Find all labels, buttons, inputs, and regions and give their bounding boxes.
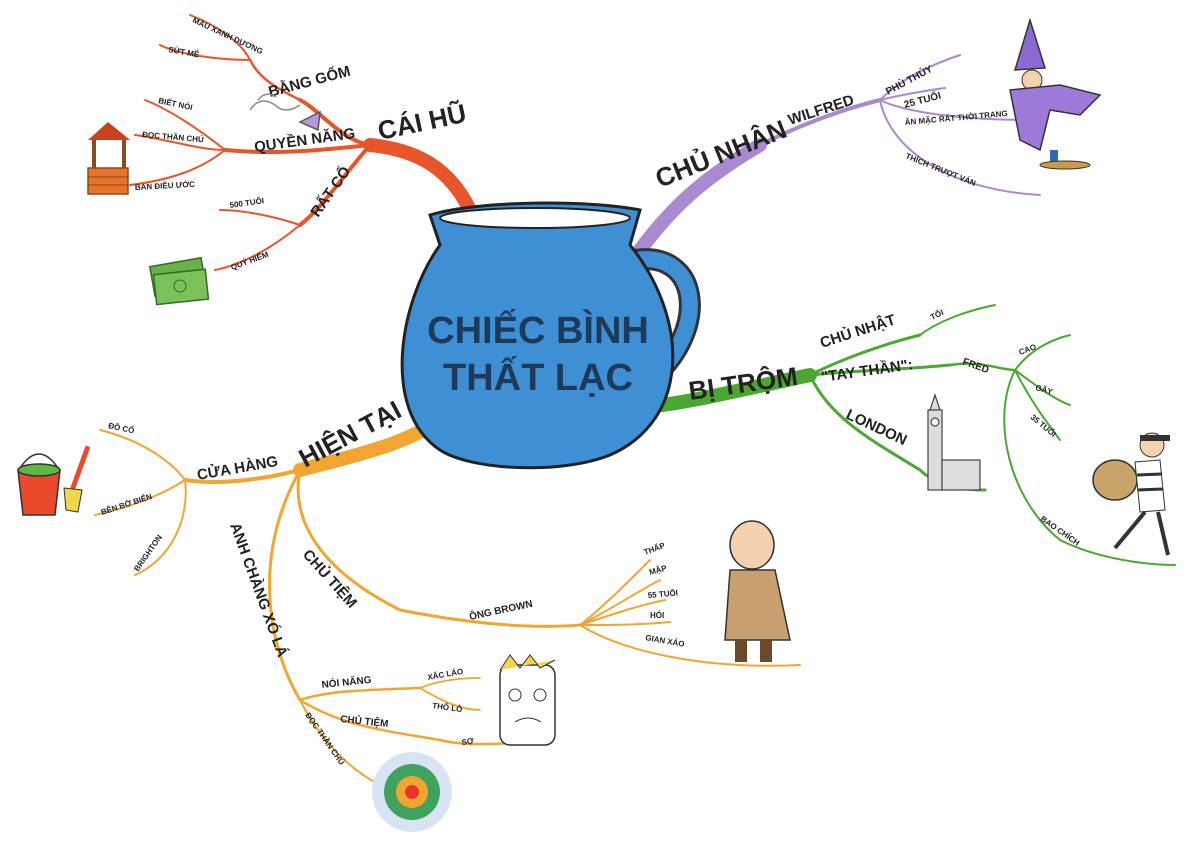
thief-icon <box>1092 432 1170 556</box>
branch-chu-nhan <box>633 54 1041 257</box>
bucket-spade-icon <box>17 445 91 516</box>
mr-brown-icon <box>724 520 791 662</box>
label-noi-nang: NÓI NĂNG <box>321 673 372 691</box>
label-ong-brown: ÔNG BROWN <box>468 597 534 623</box>
label-55-tuoi: 55 TUỔI <box>647 588 678 600</box>
label-bi-trom: BỊ TRỘM <box>687 361 800 406</box>
label-mau-xanh: MÀU XANH DƯƠNG <box>191 16 264 57</box>
label-sut-me: SỨT MẺ <box>168 45 201 59</box>
label-anh-chang: ANH CHÀNG XÓ LÁ <box>226 520 291 659</box>
label-fred: FRED <box>961 356 990 376</box>
money-icon <box>148 256 210 306</box>
label-rat-co: RẤT CỔ <box>307 163 355 221</box>
label-tho-lo: THÔ LỖ <box>432 701 463 714</box>
label-chu-tiem-2: CHỦ TIỆM <box>340 712 389 730</box>
well-icon <box>87 122 130 195</box>
label-bao-chich: BAO CHÍCH <box>1039 514 1081 548</box>
big-ben-icon <box>927 393 981 491</box>
label-500-tuoi: 500 TUỔI <box>229 196 265 210</box>
magic-smoke-icon <box>249 93 321 132</box>
label-chu-nhan: CHỦ NHÂN <box>651 113 791 194</box>
label-ban-dieu-uoc: BAN ĐIỀU ƯỚC <box>135 179 196 192</box>
label-biet-noi: BIẾT NÓI <box>158 95 194 112</box>
label-map: MẬP <box>648 563 668 576</box>
label-cai-hu: CÁI HŨ <box>375 98 469 146</box>
label-ben-bo-bien: BÊN BỜ BIỂN <box>100 492 153 517</box>
label-thap: THẤP <box>642 540 667 557</box>
jug-icon <box>400 201 701 470</box>
branch-cai-hu <box>129 14 477 271</box>
branch-bi-trom <box>655 304 1176 566</box>
center-title-line1: CHIẾC BÌNH <box>427 308 649 352</box>
label-gian-xao: GIAN XẢO <box>645 633 686 649</box>
scared-guy-icon <box>499 654 556 746</box>
label-phu-thuy: PHÙ THỦY <box>883 62 935 98</box>
label-hoi: HÓI <box>650 611 664 620</box>
center-title-line2: THẤT LẠC <box>443 355 633 399</box>
label-tay-than: "TAY THẦN": <box>820 356 914 386</box>
label-bang-gom: BẰNG GỐM <box>266 62 352 101</box>
label-truot-van: THÍCH TRƯỢT VÁN <box>904 152 977 188</box>
label-quy-hiem: QUÝ HIẾM <box>229 249 270 272</box>
wizard-icon <box>1009 17 1102 170</box>
magic-burst-icon <box>372 752 452 832</box>
label-cao: CAO <box>1018 342 1038 357</box>
label-toi: TỐI <box>929 307 945 322</box>
label-gay: GẦY <box>1034 382 1054 396</box>
label-wilfred: WILFRED <box>786 91 856 128</box>
label-so: SỢ <box>461 736 474 747</box>
